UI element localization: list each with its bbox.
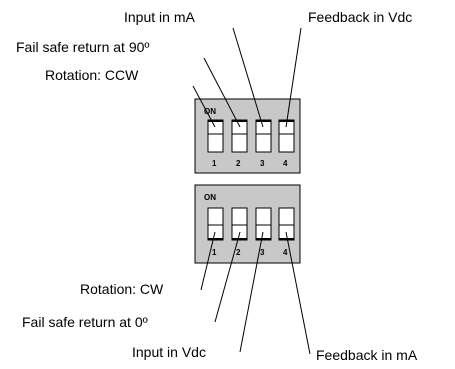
leader-rotation-ccw [192,85,216,128]
label-rotation-ccw: Rotation: CCW [45,67,139,83]
label-feedback-vdc: Feedback in Vdc [308,9,412,25]
label-input-vdc: Input in Vdc [132,344,206,360]
bottom-dip-switch-block: ON 1 2 3 4 [194,184,301,264]
bottom-switch-4 [278,207,295,241]
bottom-switch-number-1: 1 [212,248,217,257]
top-switch-number-1: 1 [212,159,217,168]
bottom-switch-1-knob [207,224,224,241]
top-switch-number-3: 3 [260,159,265,168]
label-rotation-cw: Rotation: CW [80,281,164,297]
top-switch-1-knob [207,119,224,135]
bottom-switch-3-knob [255,224,272,241]
bottom-switch-number-4: 4 [283,248,288,257]
leader-rotation-cw [200,231,216,291]
top-switch-2 [231,119,248,153]
label-input-ma: Input in mA [124,9,195,25]
top-on-label: ON [204,107,216,116]
bottom-switch-3 [255,207,272,241]
top-switch-3 [255,119,272,153]
top-switch-number-4: 4 [283,159,288,168]
bottom-switch-number-3: 3 [260,248,265,257]
bottom-on-label: ON [204,193,216,202]
top-switch-3-knob [255,119,272,135]
label-fail-safe-90: Fail safe return at 90º [16,39,150,55]
leader-input-vdc [239,231,264,353]
leader-input-ma [232,27,264,128]
leader-fail-safe-90 [203,57,241,128]
leader-feedback-ma [285,231,311,355]
label-fail-safe-0: Fail safe return at 0º [22,314,148,330]
leader-fail-safe-0 [214,231,241,323]
bottom-switch-number-2: 2 [236,248,241,257]
top-dip-switch-block: ON 1 2 3 4 [194,98,301,174]
label-feedback-ma: Feedback in mA [316,347,418,363]
top-switch-4 [278,119,295,153]
leader-feedback-vdc [285,27,302,128]
bottom-switch-1 [207,207,224,241]
top-switch-number-2: 2 [236,159,241,168]
top-switch-1 [207,119,224,153]
